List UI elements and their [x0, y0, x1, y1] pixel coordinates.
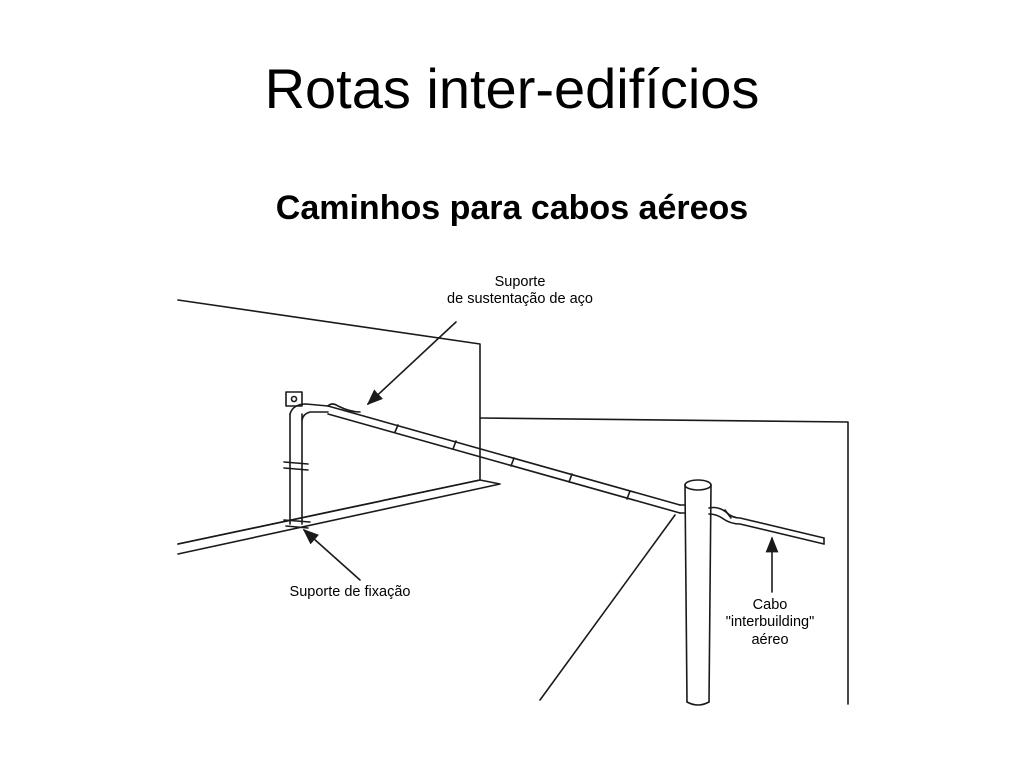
diagram-drawing	[177, 299, 849, 706]
steel-mast	[283, 391, 329, 529]
label-aerial-cable: Cabo "interbuilding" aéreo	[725, 597, 815, 648]
ground-diagonal	[539, 514, 676, 701]
aerial-cable	[679, 504, 825, 545]
left-building-wall	[177, 299, 481, 545]
messenger-cable	[327, 403, 681, 514]
aerial-cable-diagram: Suporte de sustentação de aço Suporte de…	[160, 262, 860, 712]
ground-edge	[177, 479, 501, 555]
arrow-steel-support	[366, 321, 457, 406]
label-steel-support: Suporte de sustentação de aço	[447, 274, 593, 308]
utility-pole	[684, 479, 712, 706]
slide-title: Rotas inter-edifícios	[264, 57, 760, 120]
label-fixing-support: Suporte de fixação	[289, 584, 411, 600]
arrow-fixing-support	[302, 528, 361, 581]
slide-subtitle: Caminhos para cabos aéreos	[275, 189, 749, 227]
back-building	[479, 417, 849, 705]
